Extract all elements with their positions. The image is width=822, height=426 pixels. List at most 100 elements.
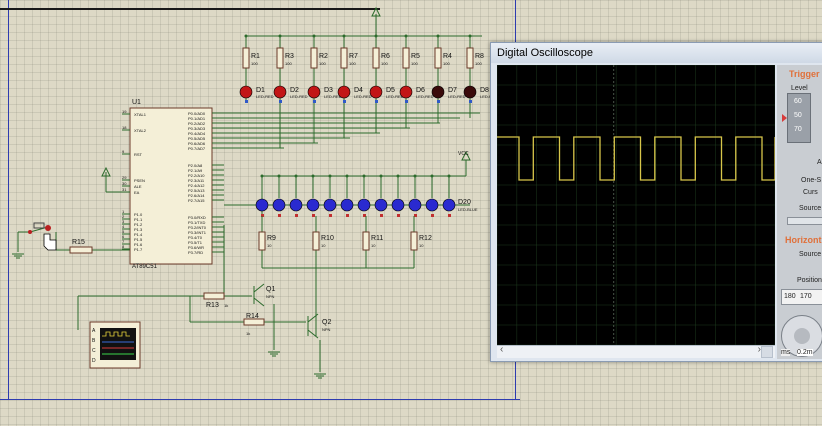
mcu-pin-number: 31: [122, 187, 127, 192]
mcu-pin-number: 2: [122, 214, 125, 219]
red-led-d5[interactable]: [369, 85, 383, 99]
push-button-switch[interactable]: [28, 222, 51, 234]
junction-dot: [379, 174, 383, 178]
time-value[interactable]: 0.2m: [797, 349, 813, 356]
mcu-pin-number: 18: [122, 125, 127, 130]
oscilloscope-window[interactable]: Digital Oscilloscope ‹ › Trigger Level 6…: [490, 42, 822, 362]
blue-led[interactable]: [374, 198, 388, 212]
resistor-r10[interactable]: [312, 231, 320, 251]
blue-led-label: D20: [458, 199, 471, 206]
red-led-d1[interactable]: [239, 85, 253, 99]
mcu-pin-number: 5: [122, 229, 125, 234]
mcu-body[interactable]: [129, 107, 213, 265]
resistor-r6[interactable]: [372, 47, 380, 69]
mcu-pin-name: P1.7: [134, 247, 143, 252]
blue-led[interactable]: [323, 198, 337, 212]
a-label: A: [817, 159, 822, 166]
mcu-pin-name: P1.2: [134, 222, 143, 227]
blue-led[interactable]: [391, 198, 405, 212]
transistor-q1[interactable]: [253, 283, 265, 307]
position-field[interactable]: 180 170: [781, 289, 822, 305]
pin-marker: [414, 214, 417, 217]
pin-marker: [245, 100, 248, 103]
pin-marker: [343, 100, 346, 103]
blue-led[interactable]: [306, 198, 320, 212]
oscilloscope-component[interactable]: [89, 321, 141, 369]
blue-led[interactable]: [289, 198, 303, 212]
blue-led-type: LED-BLUE: [458, 207, 478, 212]
time-unit: ms: [781, 349, 791, 356]
resistor-r4[interactable]: [434, 47, 442, 69]
oscilloscope-control-panel[interactable]: Trigger Level 60 50 70 A One-S Curs Sour…: [777, 65, 822, 359]
r14-value: 1k: [246, 331, 250, 336]
r15-resistor[interactable]: [69, 246, 93, 254]
mcu-right-pin-group: P0.0/AD0P0.1/AD1P0.2/AD2P0.3/AD3P0.4/AD4…: [188, 111, 224, 255]
blue-led[interactable]: [340, 198, 354, 212]
oscilloscope-screen[interactable]: [497, 65, 775, 345]
resistor-r7[interactable]: [340, 47, 348, 69]
blue-led[interactable]: [272, 198, 286, 212]
pin-marker: [261, 214, 264, 217]
mcu-pin-number: 19: [122, 109, 127, 114]
red-led-d8[interactable]: [463, 85, 477, 99]
mcu-pin-name: P3.3/INT1: [188, 230, 207, 235]
mcu-pin-name: P3.6/WR: [188, 245, 204, 250]
blue-led[interactable]: [408, 198, 422, 212]
cursor-label[interactable]: Curs: [803, 189, 818, 196]
red-led-d2[interactable]: [273, 85, 287, 99]
blue-led[interactable]: [442, 198, 456, 212]
scroll-right-icon[interactable]: ›: [757, 344, 761, 355]
led-type: LED-RED: [290, 94, 308, 99]
resistor-r12[interactable]: [410, 231, 418, 251]
red-led-d7[interactable]: [431, 85, 445, 99]
red-led-d3[interactable]: [307, 85, 321, 99]
resistor-r3[interactable]: [276, 47, 284, 69]
resistor-label: R4: [443, 53, 452, 60]
source-selector[interactable]: [787, 217, 822, 225]
pin-marker: [363, 214, 366, 217]
vcc-top-icon[interactable]: [371, 6, 381, 17]
r13-resistor[interactable]: [203, 292, 225, 300]
mcu-pin-name: P2.7/A15: [188, 198, 205, 203]
blue-led[interactable]: [255, 198, 269, 212]
scope-channel-b: B: [92, 338, 96, 344]
blue-led[interactable]: [425, 198, 439, 212]
one-shot-label[interactable]: One-S: [801, 177, 822, 184]
scroll-left-icon[interactable]: ‹: [500, 344, 504, 355]
timebase-knob-center: [794, 328, 810, 344]
resistor-value: 10: [321, 243, 326, 248]
r14-resistor[interactable]: [243, 318, 265, 326]
scroll-grip-icon[interactable]: [761, 346, 773, 358]
transistor-q2[interactable]: [307, 313, 319, 339]
junction-dot: [413, 174, 417, 178]
resistor-r2[interactable]: [310, 47, 318, 69]
mcu-pin-name: P2.2/A10: [188, 173, 205, 178]
q1-label: Q1: [266, 286, 275, 293]
level-knob[interactable]: 60 50 70: [782, 93, 811, 143]
resistor-r11[interactable]: [362, 231, 370, 251]
vcc-left-icon[interactable]: [101, 166, 111, 177]
resistor-r1[interactable]: [242, 47, 250, 69]
scope-channel-d: D: [92, 358, 96, 364]
resistor-r8[interactable]: [466, 47, 474, 69]
red-led-d4[interactable]: [337, 85, 351, 99]
scope-channel-c: C: [92, 348, 96, 354]
resistor-value: 10: [371, 243, 376, 248]
sheet-border-bottom: [0, 399, 520, 400]
oscilloscope-horizontal-scrollbar[interactable]: ‹ ›: [497, 344, 775, 358]
led-label: D4: [354, 87, 363, 94]
resistor-r9[interactable]: [258, 231, 266, 251]
vcc-terminal-icon[interactable]: [461, 150, 471, 161]
junction-dot: [468, 34, 472, 38]
mcu-pin-number: 30: [122, 181, 127, 186]
sheet-border-top: [0, 8, 380, 10]
resistor-label: R12: [419, 235, 432, 242]
red-led-d6[interactable]: [399, 85, 413, 99]
hand-cursor-icon: [43, 233, 57, 251]
blue-led[interactable]: [357, 198, 371, 212]
resistor-r5[interactable]: [402, 47, 410, 69]
oscilloscope-titlebar[interactable]: Digital Oscilloscope: [491, 43, 822, 63]
